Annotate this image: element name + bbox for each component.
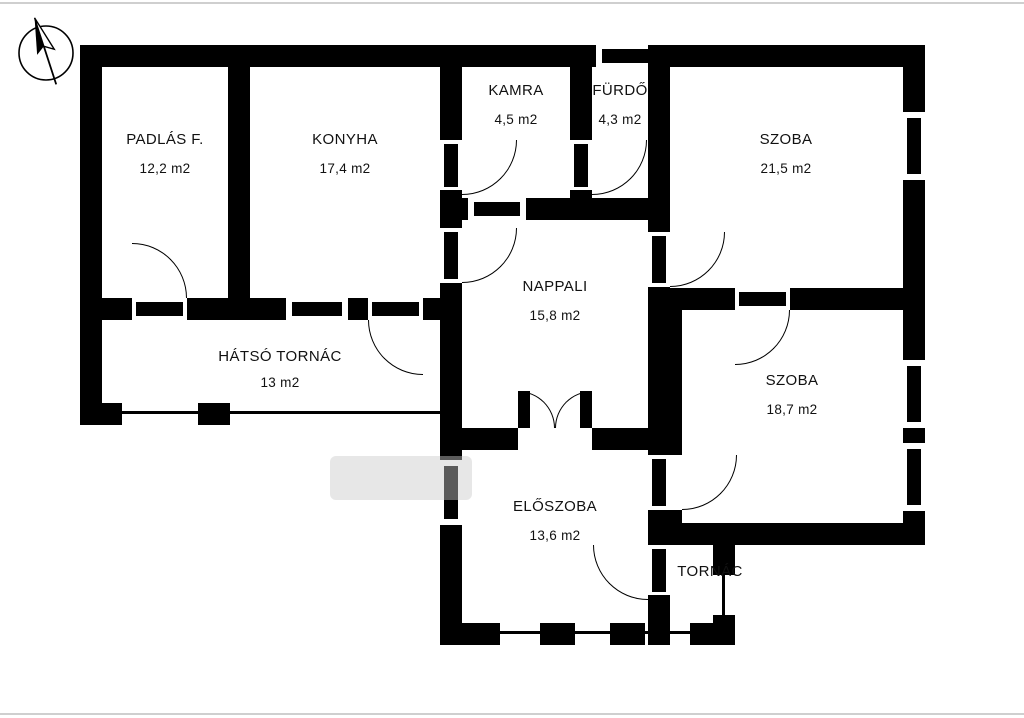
window bbox=[907, 449, 921, 505]
room-name: KONYHA bbox=[312, 131, 378, 148]
wall-segment bbox=[80, 45, 102, 425]
wall-segment bbox=[423, 298, 462, 320]
door-swing-arc bbox=[670, 232, 725, 287]
porch-edge-line bbox=[122, 411, 440, 414]
door-leaf bbox=[444, 144, 458, 187]
door-leaf bbox=[444, 232, 458, 279]
door-swing-arc bbox=[682, 455, 737, 510]
porch-edge-line bbox=[462, 631, 713, 634]
wall-segment bbox=[526, 198, 670, 220]
scan-edge-line bbox=[0, 2, 1024, 4]
room-label-kamra: KAMRA 4,5 m2 bbox=[461, 82, 571, 127]
wall-segment bbox=[660, 523, 925, 545]
wall-segment bbox=[648, 45, 670, 232]
room-area: 15,8 m2 bbox=[529, 308, 581, 323]
room-area: 17,4 m2 bbox=[319, 161, 371, 176]
wall-segment bbox=[440, 623, 500, 645]
porch-post bbox=[540, 623, 575, 645]
porch-edge-line bbox=[722, 575, 725, 615]
room-area: 13,6 m2 bbox=[529, 528, 581, 543]
room-label-nappali: NAPPALI 15,8 m2 bbox=[485, 278, 625, 323]
door-leaf bbox=[652, 459, 666, 506]
window bbox=[602, 49, 648, 63]
door-swing-arc bbox=[593, 545, 648, 600]
porch-post bbox=[610, 623, 645, 645]
room-area: 18,7 m2 bbox=[766, 402, 818, 417]
room-area: 4,3 m2 bbox=[598, 112, 642, 127]
room-label-konyha: KONYHA 17,4 m2 bbox=[275, 131, 415, 176]
wall-segment bbox=[648, 595, 670, 645]
wall-segment bbox=[440, 525, 462, 645]
room-name: NAPPALI bbox=[522, 278, 588, 295]
room-name: SZOBA bbox=[759, 131, 813, 148]
room-area: 4,5 m2 bbox=[494, 112, 538, 127]
room-name: PADLÁS F. bbox=[126, 131, 204, 148]
door-leaf bbox=[136, 302, 183, 316]
room-label-szoba-kis: SZOBA 18,7 m2 bbox=[722, 372, 862, 417]
wall-segment bbox=[903, 180, 925, 360]
window bbox=[907, 366, 921, 422]
north-arrow-icon bbox=[18, 17, 74, 85]
door-swing-arc bbox=[462, 140, 517, 195]
window bbox=[292, 302, 342, 316]
room-label-szoba-nagy: SZOBA 21,5 m2 bbox=[716, 131, 856, 176]
wall-segment bbox=[592, 428, 670, 450]
window bbox=[907, 118, 921, 174]
door-swing-arc bbox=[592, 140, 647, 195]
room-name: SZOBA bbox=[765, 372, 819, 389]
porch-post bbox=[198, 403, 230, 425]
wall-segment bbox=[570, 45, 592, 140]
door-leaf bbox=[372, 302, 419, 316]
door-leaf bbox=[574, 144, 588, 187]
wall-segment bbox=[790, 288, 925, 310]
wall-segment bbox=[903, 45, 925, 112]
wall-segment bbox=[440, 198, 468, 220]
wall-segment bbox=[80, 45, 596, 67]
watermark bbox=[330, 456, 472, 500]
wall-segment bbox=[80, 403, 122, 425]
window bbox=[444, 466, 458, 519]
room-label-furdo: FÜRDŐ 4,3 m2 bbox=[565, 82, 675, 127]
door-leaf bbox=[739, 292, 786, 306]
door-swing-arc bbox=[735, 310, 790, 365]
room-label-hatso-tornac: HÁTSÓ TORNÁC 13 m2 bbox=[180, 348, 380, 390]
door-leaf bbox=[652, 549, 666, 592]
room-label-padlas: PADLÁS F. 12,2 m2 bbox=[95, 131, 235, 176]
room-area: 21,5 m2 bbox=[760, 161, 812, 176]
wall-segment bbox=[903, 428, 925, 443]
wall-segment bbox=[660, 288, 735, 310]
wall-segment bbox=[440, 428, 518, 450]
wall-segment bbox=[713, 615, 735, 645]
wall-segment bbox=[713, 545, 735, 575]
scan-edge-line bbox=[0, 713, 1024, 715]
door-swing-arc bbox=[462, 228, 517, 283]
wall-segment bbox=[660, 310, 682, 455]
room-label-tornac: TORNÁC bbox=[655, 563, 765, 580]
wall-segment bbox=[440, 283, 462, 460]
room-name: FÜRDŐ bbox=[592, 82, 648, 99]
room-label-eloszoba: ELŐSZOBA 13,6 m2 bbox=[485, 498, 625, 543]
wall-segment bbox=[228, 45, 250, 320]
room-area: 13 m2 bbox=[260, 375, 300, 390]
door-swing-arc bbox=[555, 391, 592, 428]
door-leaf bbox=[652, 236, 666, 283]
wall-segment bbox=[652, 45, 925, 67]
wall-segment bbox=[348, 298, 368, 320]
wall-segment bbox=[187, 298, 286, 320]
wall-segment bbox=[440, 45, 462, 140]
room-name: HÁTSÓ TORNÁC bbox=[218, 348, 342, 365]
room-name: TORNÁC bbox=[677, 563, 743, 580]
wall-segment bbox=[80, 298, 132, 320]
door-swing-arc bbox=[518, 391, 555, 428]
room-name: ELŐSZOBA bbox=[512, 498, 598, 515]
wall-segment bbox=[660, 510, 682, 523]
room-name: KAMRA bbox=[488, 82, 544, 99]
window bbox=[474, 202, 520, 216]
room-area: 12,2 m2 bbox=[139, 161, 191, 176]
door-swing-arc bbox=[132, 243, 187, 298]
